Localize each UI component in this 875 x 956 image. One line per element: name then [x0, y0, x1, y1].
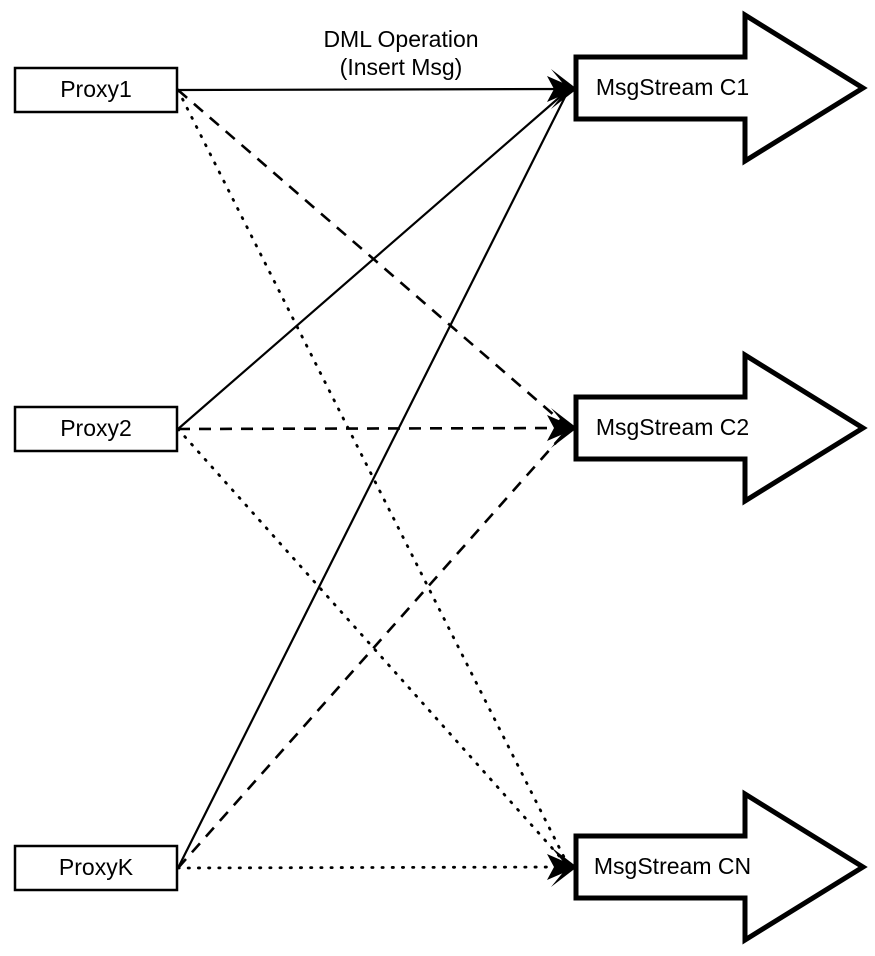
- stream-arrow-cn: MsgStream CN: [573, 789, 868, 945]
- dml-operation-annotation: DML Operation (Insert Msg): [323, 26, 478, 80]
- edge-proxyk-cn: [176, 865, 571, 870]
- edge-proxyk-c2: [177, 427, 570, 869]
- edge-proxy1-c1: [177, 87, 570, 92]
- dml-operation-line2: (Insert Msg): [340, 54, 463, 80]
- arrowhead-head-cn: [547, 847, 577, 887]
- stream-arrow-c1: MsgStream C1: [573, 10, 868, 166]
- stream-label-c1: MsgStream C1: [596, 74, 749, 100]
- proxy-label-proxyk: ProxyK: [59, 854, 134, 880]
- proxy-box-proxyk: [13, 844, 179, 892]
- edges-layer: [176, 87, 571, 870]
- stream-arrow-shape-c1: [573, 10, 868, 166]
- stream-arrow-shape-c2: [573, 350, 868, 506]
- arrowheads-layer: [547, 69, 577, 887]
- arrowhead-head-c1: [547, 69, 577, 109]
- edge-proxyk-c1: [177, 88, 570, 869]
- edge-proxy2-c2: [177, 426, 570, 431]
- proxy-box-proxy2: [13, 405, 179, 453]
- stream-label-cn: MsgStream CN: [594, 853, 751, 879]
- edge-proxy2-c1: [177, 88, 570, 430]
- arrowhead-head-c2: [547, 408, 577, 448]
- proxy-label-proxy2: Proxy2: [60, 415, 132, 441]
- dml-operation-line1: DML Operation: [323, 26, 478, 52]
- proxy-node-proxyk: ProxyK: [13, 844, 179, 892]
- streams-layer: MsgStream C1 MsgStream C2 MsgStream CN: [573, 10, 868, 945]
- stream-arrow-c2: MsgStream C2: [573, 350, 868, 506]
- proxy-box-proxy1: [13, 66, 179, 114]
- edge-proxy1-cn: [176, 88, 571, 869]
- proxy-label-proxy1: Proxy1: [60, 76, 132, 102]
- stream-label-c2: MsgStream C2: [596, 414, 749, 440]
- stream-arrow-shape-cn: [573, 789, 868, 945]
- proxy-node-proxy1: Proxy1: [13, 66, 179, 114]
- proxy-node-proxy2: Proxy2: [13, 405, 179, 453]
- edge-proxy2-cn: [176, 427, 571, 869]
